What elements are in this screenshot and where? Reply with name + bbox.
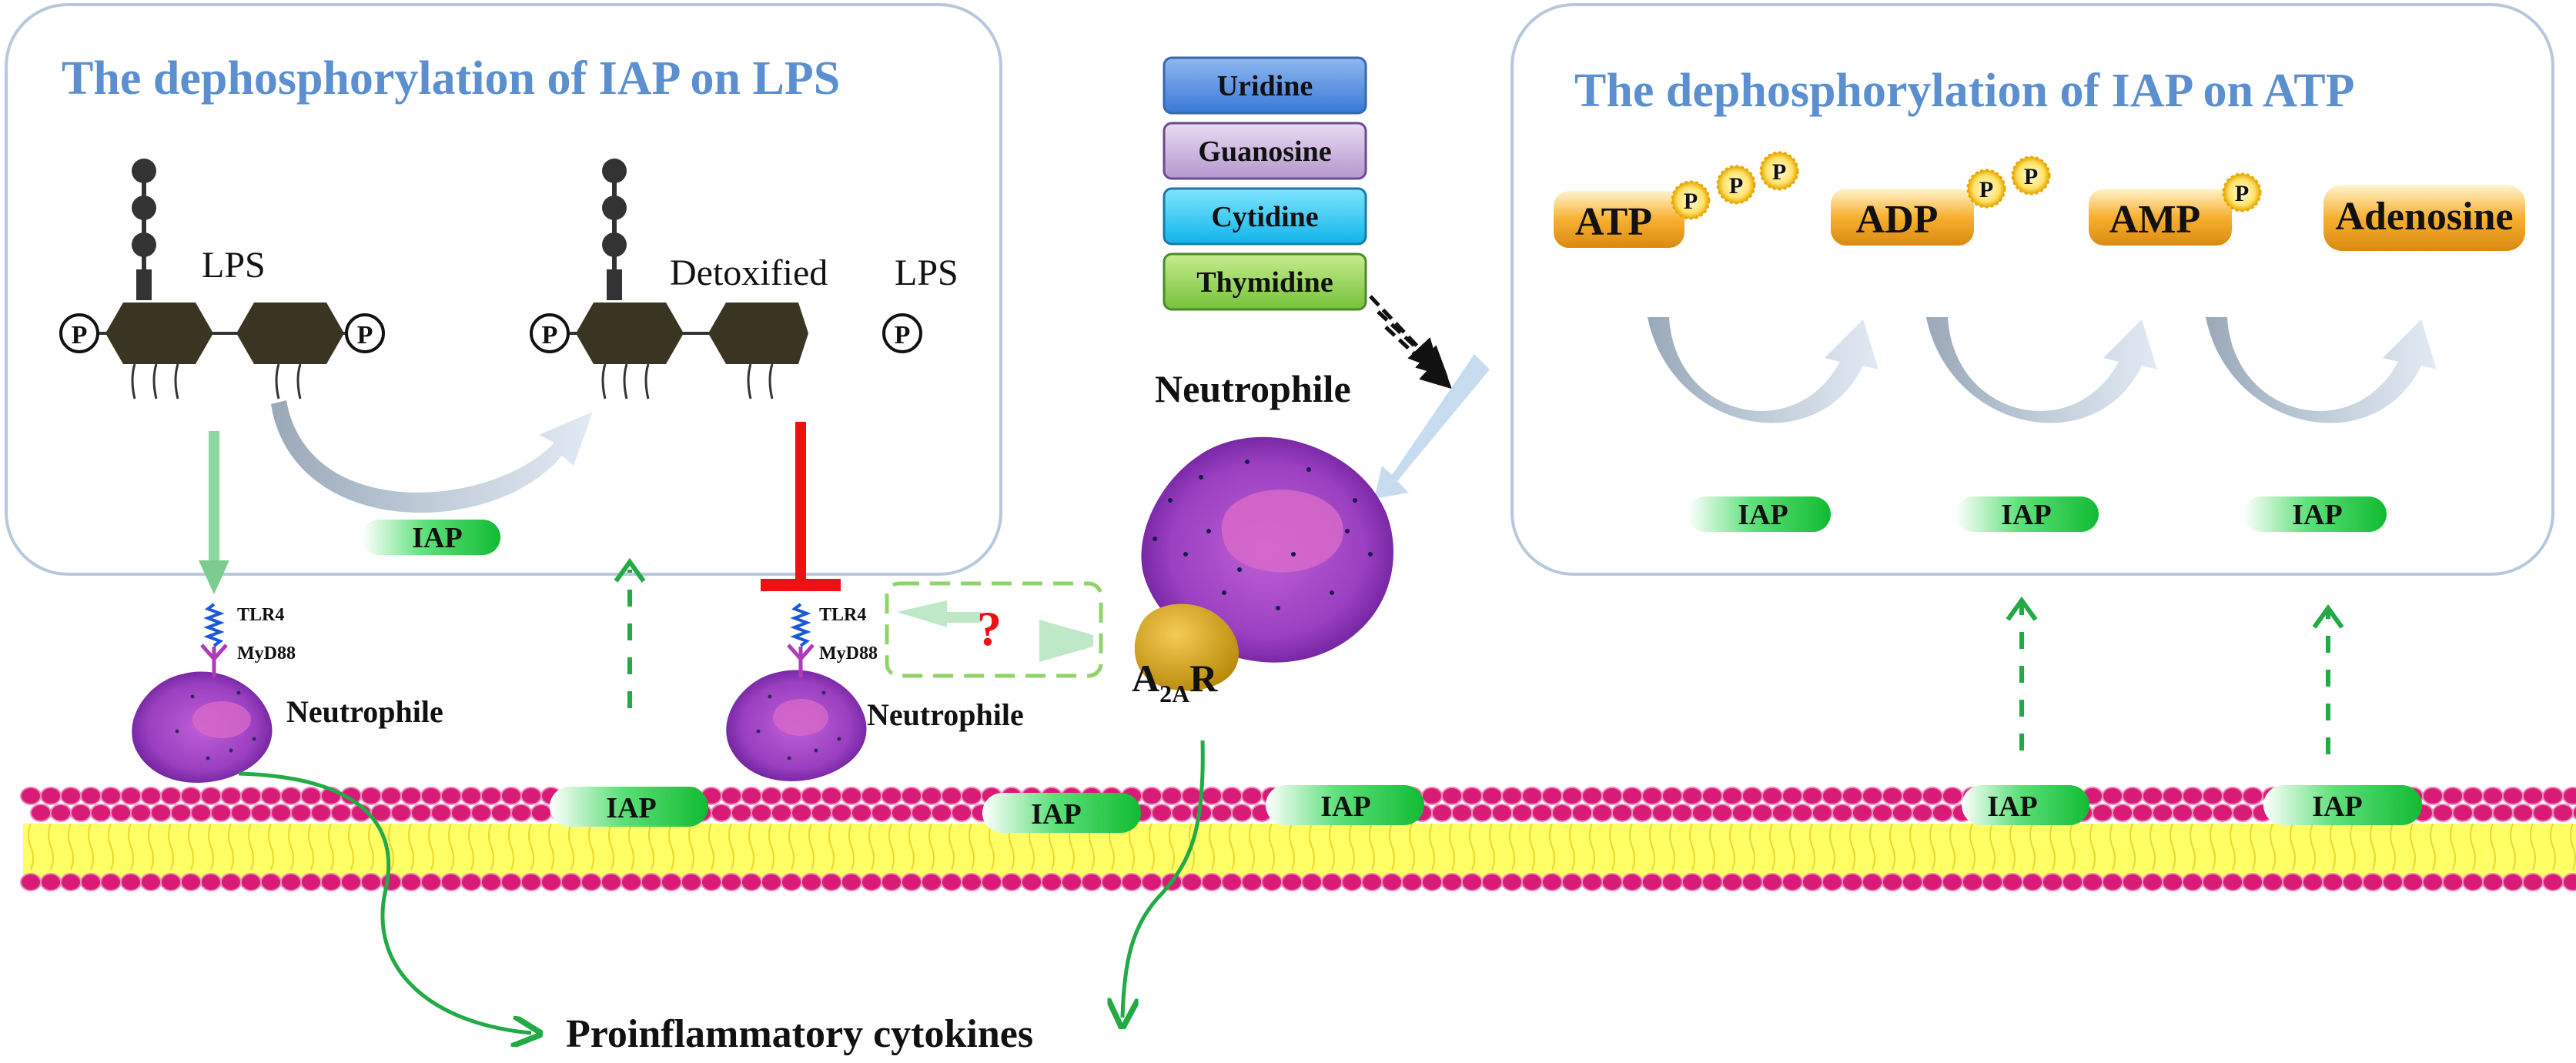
lps-molecule: P P <box>59 159 385 399</box>
neutrophile-label: Neutrophile <box>286 694 443 729</box>
phosphate-label: P <box>72 321 88 349</box>
atp-to-neutrophile-arrow <box>1374 354 1490 499</box>
proinflammatory-cytokines-label: Proinflammatory cytokines <box>566 1012 1033 1056</box>
question-mark: ? <box>977 601 1002 656</box>
thymidine-label: Thymidine <box>1196 266 1333 299</box>
released-phosphate-label: P <box>895 321 911 349</box>
uridine-label: Uridine <box>1217 70 1313 102</box>
phosphate-label: P <box>2024 164 2038 189</box>
nucleoside-list: Uridine Guanosine Cytidine Thymidine <box>1163 56 1367 311</box>
iap-pill: IAP <box>1688 496 1831 532</box>
detoxified-lps-molecule: P P <box>530 159 922 399</box>
phosphate-label: P <box>1979 177 1993 202</box>
iap-label: IAP <box>1738 499 1788 531</box>
iap-pill: IAP <box>2243 496 2387 532</box>
iap-label: IAP <box>412 522 462 554</box>
iap-pill: IAP <box>1955 496 2099 532</box>
phosphate-label: P <box>1729 173 1743 199</box>
dashed-up-arrow <box>2312 603 2344 754</box>
membrane-iap-pill: IAP <box>982 793 1141 833</box>
membrane-iap-pill: IAP <box>1962 785 2089 825</box>
iap-label: IAP <box>1987 791 2037 823</box>
atp-label: ATP <box>1575 200 1652 244</box>
phosphate-label: P <box>2235 181 2249 206</box>
dashed-up-arrow <box>2006 596 2038 750</box>
phosphate-label: P <box>357 321 373 349</box>
atp-panel-title: The dephosphorylation of IAP on ATP <box>1574 65 2354 117</box>
guanosine-label: Guanosine <box>1198 135 1331 168</box>
adp-label: ADP <box>1856 198 1939 242</box>
nucleoside-to-neutrophile-arrows <box>1369 295 1452 389</box>
cytokine-arrow-left <box>238 771 531 1033</box>
amp-to-adenosine-arrow <box>2206 317 2437 423</box>
tlr4-label: TLR4 <box>237 605 284 625</box>
iap-label: IAP <box>606 792 656 824</box>
tlr4-label: TLR4 <box>819 605 866 625</box>
detoxified-lps-label: LPS <box>895 252 958 293</box>
adenosine-capsule: Adenosine <box>2323 185 2525 251</box>
membrane-iap-pill: IAP <box>1266 785 1424 825</box>
iap-label: IAP <box>2312 791 2362 823</box>
inhibition-bar <box>761 422 841 591</box>
neutrophile-cell-mid: TLR4 MyD88 Neutrophile <box>726 603 1024 781</box>
atp-capsule: ATP P P P <box>1554 151 1799 248</box>
membrane-iap-pill: IAP <box>2263 785 2422 825</box>
dashed-up-arrow <box>614 557 646 708</box>
iap-label: IAP <box>1320 791 1370 823</box>
lps-panel-title: The dephosphorylation of IAP on LPS <box>62 52 840 105</box>
unknown-mechanism-box: ? <box>885 581 1103 678</box>
myd88-label: MyD88 <box>237 643 296 664</box>
lps-panel: The dephosphorylation of IAP on LPS P P … <box>5 3 1002 576</box>
adp-to-amp-arrow <box>1926 317 2157 423</box>
lps-label: LPS <box>202 245 266 286</box>
amp-capsule: AMP P <box>2089 172 2262 246</box>
neutrophile-cell-left: TLR4 MyD88 Neutrophile <box>132 603 443 783</box>
phosphate-label: P <box>1772 159 1786 185</box>
lps-conversion-arrow <box>271 400 593 513</box>
neutrophile-center-label: Neutrophile <box>1155 367 1351 410</box>
phosphate-label: P <box>542 321 558 349</box>
lps-to-tlr4-arrow <box>199 431 229 594</box>
iap-label: IAP <box>1031 798 1081 831</box>
phosphate-label: P <box>1684 189 1698 214</box>
membrane-iap-pill: IAP <box>550 787 708 827</box>
atp-to-adp-arrow <box>1648 317 1878 423</box>
adp-capsule: ADP P P <box>1831 155 2051 246</box>
myd88-label: MyD88 <box>819 643 878 664</box>
iap-label: IAP <box>2001 499 2051 531</box>
cytidine-label: Cytidine <box>1211 201 1318 233</box>
amp-label: AMP <box>2109 198 2200 242</box>
neutrophile-label: Neutrophile <box>867 697 1024 732</box>
atp-panel: The dephosphorylation of IAP on ATP ATP … <box>1510 3 2554 576</box>
detoxified-label: Detoxified <box>670 252 828 293</box>
iap-label: IAP <box>2292 499 2342 531</box>
adenosine-label: Adenosine <box>2335 195 2513 239</box>
neutrophile-cell-center: A2AR <box>1132 436 1393 707</box>
iap-pill: IAP <box>362 520 500 555</box>
a2ar-label: A2AR <box>1132 657 1218 707</box>
cytokine-arrow-center <box>1122 740 1205 1018</box>
